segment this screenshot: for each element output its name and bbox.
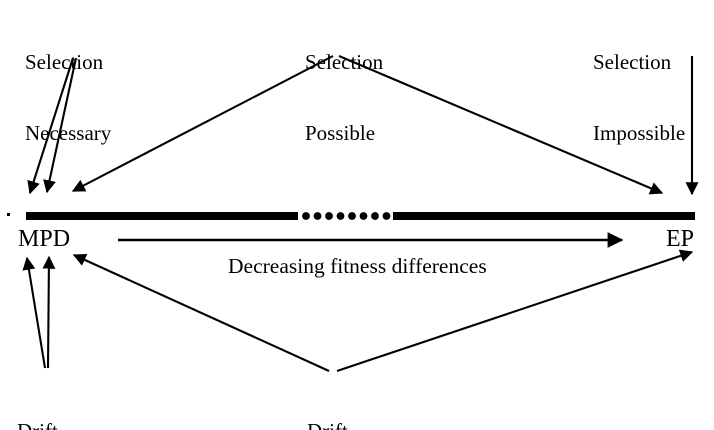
arrow-drift-possible-left [72,253,330,372]
label-selection-impossible: Selection Impossible [593,4,685,192]
label-decreasing-fitness-differences: Decreasing fitness differences [228,254,487,278]
label-selection-impossible-line1: Selection [593,50,672,74]
label-drift-possible: Drift Possible [307,373,377,430]
label-mpd: MPD [18,226,71,252]
continuum-bar-left-segment [26,212,298,220]
arrow-drift-possible-right [336,249,694,372]
arrow-drift-impossible-b [42,255,56,369]
stray-speck [7,213,10,216]
continuum-bar-right-segment [393,212,695,220]
label-selection-necessary-line2: Necessary [25,120,112,145]
label-drift-possible-line1: Drift [307,419,377,430]
label-ep: EP [666,226,695,252]
continuum-bar-dotted-segment [302,212,391,220]
label-selection-possible: Selection Possible [305,4,383,192]
arrow-selection-necessary-a [27,57,75,195]
label-drift-impossible-line1: Drift [17,419,109,430]
arrow-selection-possible-left [71,55,334,192]
label-drift-impossible: Drift Impossible [17,373,109,430]
continuum-bar [26,212,695,220]
label-selection-possible-line1: Selection [305,50,384,74]
arrow-drift-impossible-a [22,256,47,369]
label-selection-impossible-line2: Impossible [593,120,686,145]
label-selection-possible-line2: Possible [305,120,376,145]
arrow-selection-possible-right [338,55,664,195]
label-selection-necessary: Selection Necessary [25,4,111,192]
arrow-selection-necessary-b [43,57,78,194]
label-selection-necessary-line1: Selection [25,50,104,74]
